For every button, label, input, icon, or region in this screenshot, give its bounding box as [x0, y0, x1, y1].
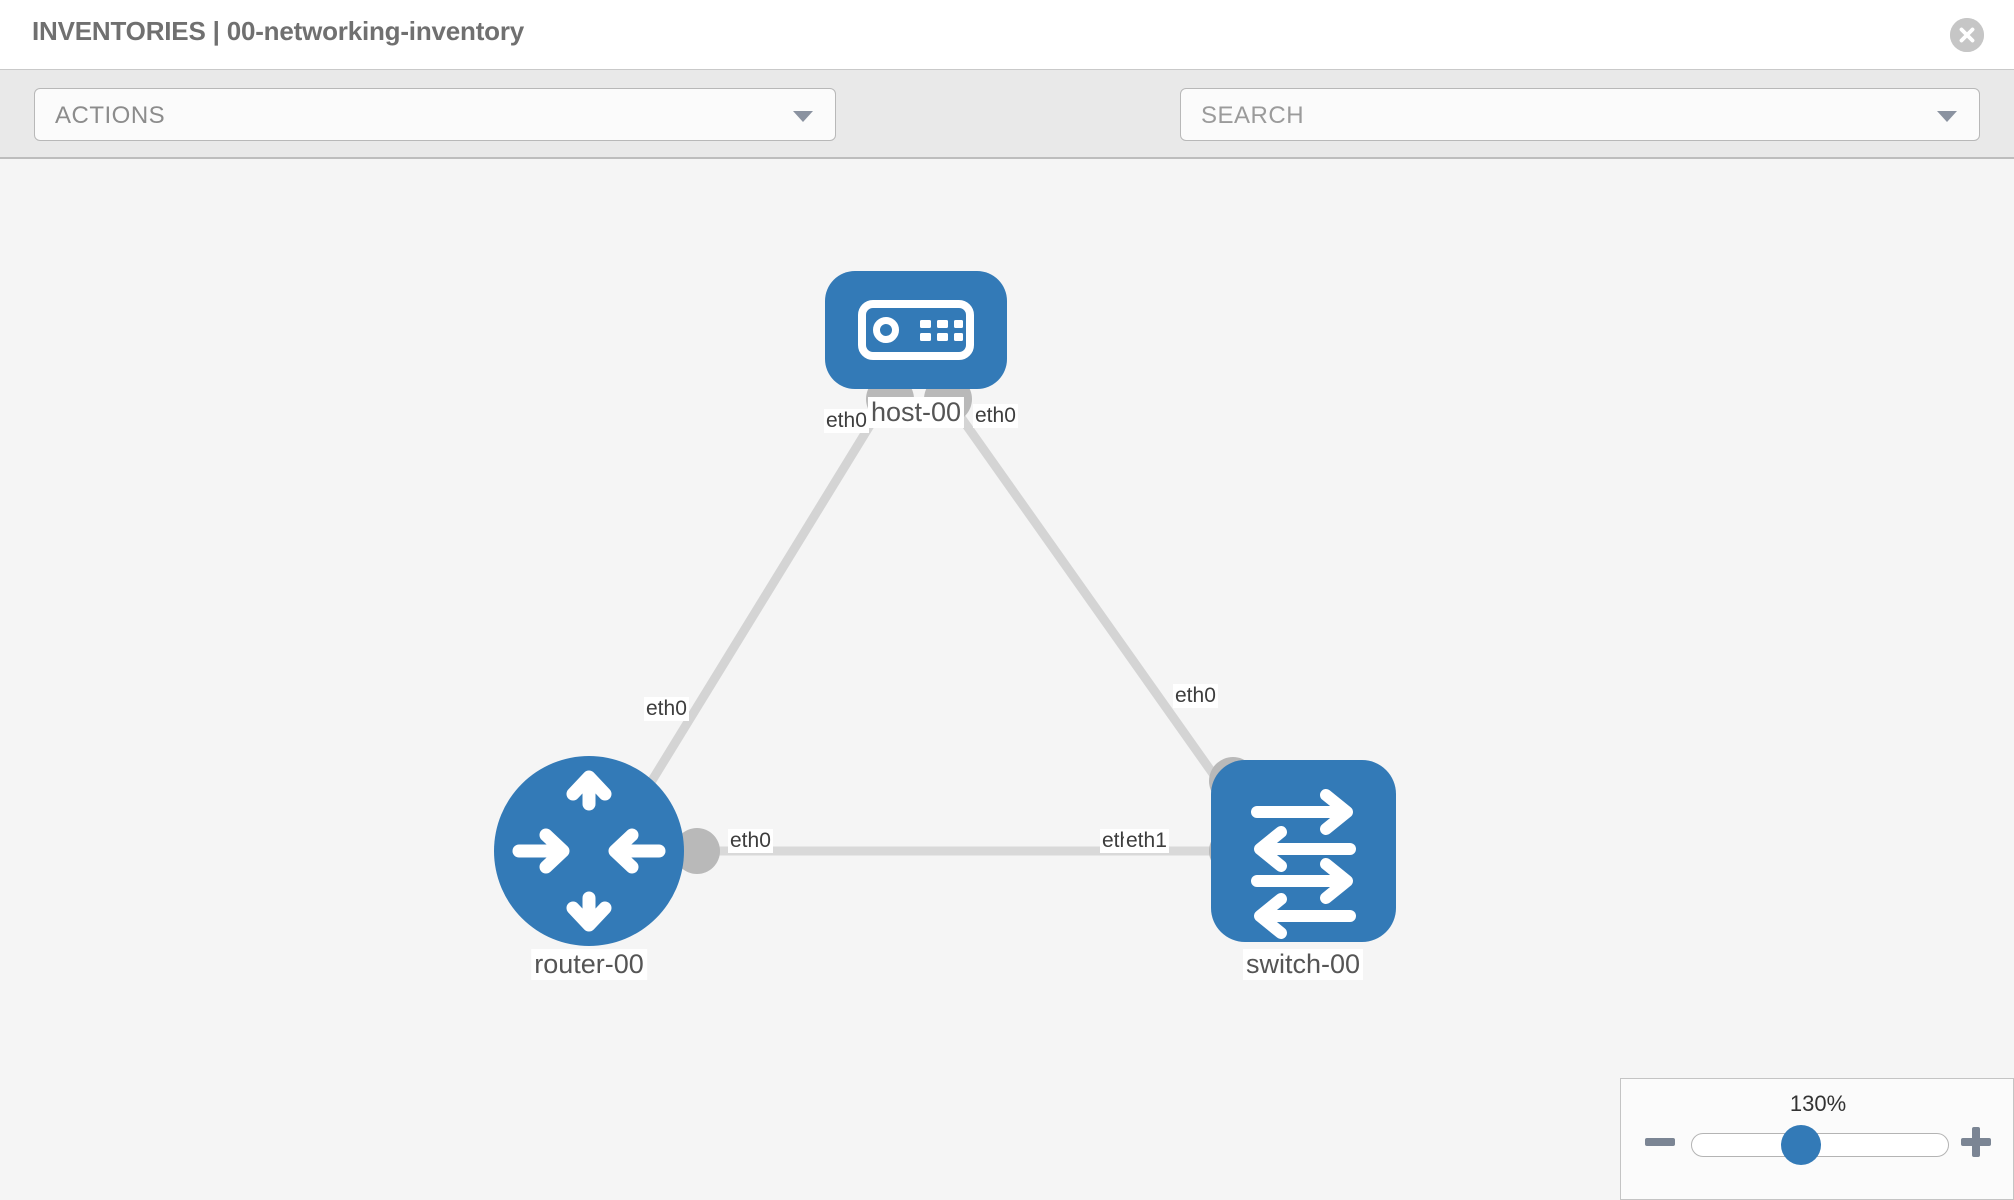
- chevron-down-icon[interactable]: [1937, 111, 1957, 122]
- iface-label[interactable]: eth0: [1173, 684, 1218, 708]
- node-label-host-00[interactable]: host-00: [867, 397, 965, 428]
- actions-dropdown-label: ACTIONS: [55, 102, 166, 129]
- node-router-00-shape: [494, 756, 684, 946]
- actions-dropdown[interactable]: ACTIONS: [34, 88, 836, 141]
- link-host-switch: [951, 406, 1249, 822]
- minus-icon[interactable]: [1643, 1125, 1677, 1159]
- node-label-switch-00[interactable]: switch-00: [1242, 949, 1364, 980]
- page-title: INVENTORIES | 00-networking-inventory: [32, 16, 525, 46]
- chevron-down-icon: [793, 111, 813, 122]
- topology-graph: [494, 271, 1396, 946]
- iface-label[interactable]: eth0: [644, 697, 689, 721]
- server-icon: [858, 300, 974, 360]
- iface-label[interactable]: eth0: [728, 829, 773, 853]
- zoom-slider[interactable]: [1691, 1133, 1949, 1157]
- iface-label[interactable]: eth0: [973, 404, 1018, 428]
- toolbar: ACTIONS SEARCH: [0, 70, 2014, 203]
- close-icon[interactable]: [1950, 18, 1984, 52]
- connector-layer: [674, 375, 1257, 874]
- iface-label[interactable]: eth0: [824, 409, 869, 433]
- zoom-control-panel: 130%: [1620, 1078, 2014, 1200]
- router-icon: [512, 770, 666, 932]
- node-host-00: [825, 271, 1007, 389]
- switch-icon: [1251, 789, 1356, 939]
- topology-canvas[interactable]: eth0 eth0 eth0 eth0 eth0 eth0 eth1 host-…: [0, 159, 2014, 1200]
- page-header: INVENTORIES | 00-networking-inventory: [0, 0, 2014, 70]
- zoom-slider-thumb[interactable]: [1781, 1125, 1821, 1165]
- connector-router-right: [674, 828, 720, 874]
- node-label-router-00[interactable]: router-00: [531, 949, 647, 980]
- search-input[interactable]: SEARCH: [1180, 88, 1980, 141]
- node-host-00-shape: [825, 271, 1007, 389]
- link-layer: [606, 406, 1249, 856]
- zoom-level-label: 130%: [1789, 1091, 1847, 1116]
- node-switch-00: [1211, 760, 1396, 942]
- link-host-router: [606, 406, 884, 852]
- plus-icon[interactable]: [1959, 1125, 1993, 1159]
- iface-label[interactable]: eth1: [1124, 829, 1169, 853]
- node-router-00: [494, 756, 684, 946]
- search-placeholder: SEARCH: [1201, 102, 1305, 129]
